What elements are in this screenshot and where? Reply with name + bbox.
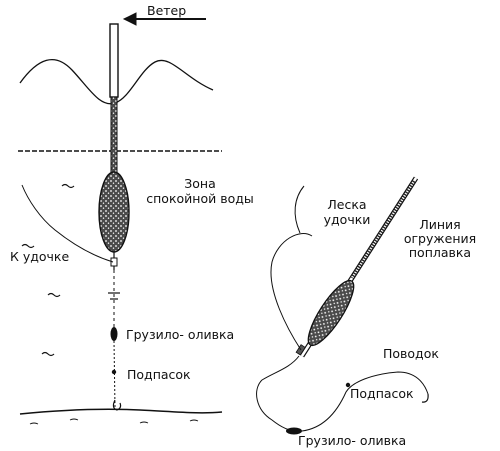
line-to-rod bbox=[21, 184, 114, 263]
float-left bbox=[98, 23, 130, 270]
load-line-label-line3: поплавка bbox=[408, 245, 472, 260]
bottom-texture bbox=[29, 418, 199, 425]
leader-right bbox=[301, 371, 429, 432]
calm-zone-label-line2: спокойной воды bbox=[146, 191, 254, 206]
shot-label-left: Подпасок bbox=[127, 367, 191, 382]
rod-line-right bbox=[270, 233, 313, 351]
olive-sinker-right bbox=[286, 427, 302, 435]
wind-arrow bbox=[122, 12, 206, 26]
float-stem bbox=[110, 96, 118, 176]
float-body bbox=[98, 171, 130, 253]
load-line-right bbox=[256, 355, 301, 432]
rod-line-tail bbox=[294, 185, 305, 234]
sinker-label-right: Грузило- оливка bbox=[298, 433, 407, 448]
rod-line-label-line1: Леска bbox=[327, 197, 367, 212]
calm-zone-label-line1: Зона bbox=[184, 176, 216, 191]
to-rod-label: К удочке bbox=[10, 249, 70, 264]
water-ripples bbox=[21, 183, 75, 357]
split-shot-right bbox=[345, 382, 351, 388]
rod-line-label-line2: удочки bbox=[323, 212, 371, 227]
swivel bbox=[108, 292, 120, 300]
olive-sinker-left bbox=[110, 327, 118, 341]
load-line-label-line2: огружения bbox=[403, 231, 477, 246]
float-antenna bbox=[109, 23, 119, 98]
hook-right bbox=[421, 393, 429, 403]
sinker-label-left: Грузило- оливка bbox=[126, 327, 235, 342]
bottom-line bbox=[19, 408, 223, 415]
hook-left bbox=[112, 399, 122, 411]
float-body-right bbox=[307, 279, 355, 347]
split-shot-left bbox=[111, 369, 117, 375]
load-line-label-line1: Линия bbox=[419, 217, 461, 232]
wind-label: Ветер bbox=[147, 3, 187, 18]
shot-label-right: Подпасок bbox=[350, 386, 414, 401]
float-right bbox=[295, 176, 419, 358]
leader-line-left bbox=[113, 340, 116, 409]
leader-label: Поводок bbox=[383, 346, 439, 361]
